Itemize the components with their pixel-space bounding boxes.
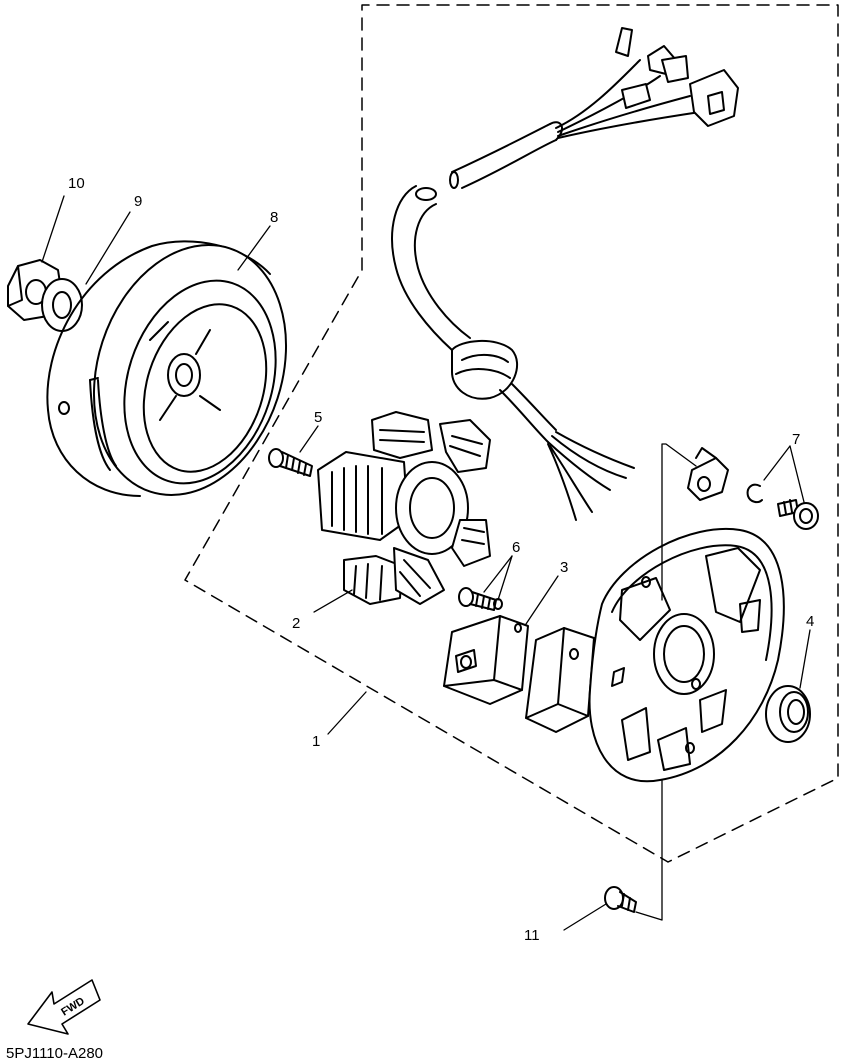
part-number-label: 9 [134, 193, 142, 210]
leader-8 [237, 225, 271, 271]
leader-3 [525, 575, 559, 625]
part-number-label: 1 [312, 733, 320, 750]
leader-4 [799, 629, 811, 689]
circlip-part [746, 483, 763, 504]
leader-9 [85, 211, 131, 285]
leader-lines [41, 195, 811, 931]
leader-6b [497, 555, 513, 601]
part-number-label: 7 [792, 431, 800, 448]
lead-clamp-part [687, 447, 729, 501]
leader-7b [789, 445, 805, 503]
part-number-label: 4 [806, 613, 814, 630]
washer-part [41, 278, 83, 332]
part-number-label: 3 [560, 559, 568, 576]
rotor-part [46, 240, 288, 497]
leader-5 [299, 425, 319, 453]
screw-5-part [268, 448, 313, 477]
part-number-label: 8 [270, 209, 278, 226]
oil-seal-part [765, 685, 811, 743]
leader-2 [313, 589, 353, 613]
screw-11-part [604, 886, 637, 913]
leader-1 [327, 691, 367, 735]
leader-11-bracket [635, 779, 663, 921]
drawing-code: 5PJ1110-A280 [6, 1045, 103, 1061]
screw-6-part [458, 587, 503, 611]
part-number-label: 10 [68, 175, 85, 192]
stator-part [317, 411, 491, 605]
part-number-label: 2 [292, 615, 300, 632]
leader-11 [563, 903, 607, 931]
screw-7-part [777, 499, 819, 530]
part-number-label: 6 [512, 539, 520, 556]
clamp-bracket [661, 443, 697, 601]
leader-7a [763, 445, 791, 481]
part-number-label: 5 [314, 409, 322, 426]
fwd-direction-arrow [27, 979, 101, 1035]
leader-10 [41, 195, 65, 263]
pickup-coil-part [443, 615, 595, 733]
wiring-harness-part [391, 27, 739, 521]
part-labels: 10 9 8 5 7 6 3 2 4 1 11 [68, 175, 814, 944]
assembly-boundary [184, 4, 839, 863]
part-number-label: 11 [524, 927, 540, 944]
stator-base-plate [588, 527, 785, 783]
leader-6a [483, 555, 513, 593]
